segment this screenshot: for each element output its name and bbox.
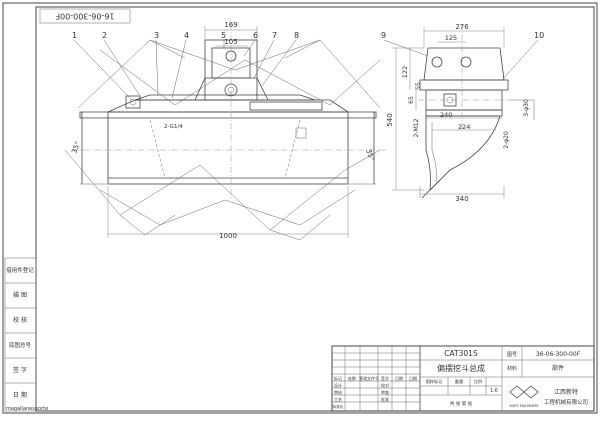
left-margin-column: 借用件登记 描 图 校 核 底图总号 签 字 日 期 bbox=[4, 257, 37, 412]
role-label-0: 设计 bbox=[334, 382, 342, 388]
company-logo: XINTE MACHINERY bbox=[509, 385, 539, 408]
role-label-3: 标准化 bbox=[333, 404, 344, 409]
side-view: 276 125 240 224 340 540 122 65 55 2-M12 … bbox=[381, 23, 544, 203]
inner-frame bbox=[35, 6, 595, 412]
rev-header-0: 标记 bbox=[334, 375, 342, 381]
stage-label: 图样标记 bbox=[426, 378, 444, 385]
margin-label-5: 日 期 bbox=[13, 391, 27, 399]
role-label-1: 审核 bbox=[334, 389, 342, 395]
side-bracket bbox=[423, 47, 505, 81]
watermark-text: magallanesporte bbox=[6, 406, 48, 412]
dim-right-v2: 65 bbox=[408, 96, 415, 104]
role-label-2: 工艺 bbox=[334, 397, 342, 402]
balloon-6: 6 bbox=[253, 31, 258, 40]
margin-label-2: 校 核 bbox=[13, 316, 27, 324]
rev-header-4: 日期 bbox=[395, 375, 403, 381]
side-bucket-profile bbox=[425, 115, 501, 192]
model-name: CAT301S bbox=[444, 349, 478, 358]
dim-inner-width: 105 bbox=[224, 38, 237, 46]
drawing-number: 36-06-300-00F bbox=[536, 351, 581, 358]
note-left: 2-G1/4 bbox=[164, 124, 183, 130]
rotated-drawing-number-box: 16-06-300-00F bbox=[39, 8, 131, 24]
rev-header-2: 更改文件号 bbox=[359, 375, 379, 381]
material-label: 材料 bbox=[507, 365, 517, 372]
balloon-4: 4 bbox=[184, 31, 189, 40]
role-label-4: 批准 bbox=[381, 396, 389, 402]
scale-label: 比例 bbox=[474, 378, 482, 385]
balloon-5: 5 bbox=[221, 31, 226, 40]
front-view-balloons: 1 2 3 4 5 6 7 8 bbox=[72, 31, 299, 101]
balloon-9: 9 bbox=[381, 31, 386, 40]
title-block: 标记 处数 更改文件号 签字 日期 设计 审核 工艺 标准化 校对 审查 批准 … bbox=[331, 345, 595, 412]
margin-label-3: 底图总号 bbox=[9, 341, 32, 349]
margin-label-1: 描 图 bbox=[13, 291, 27, 299]
dim-right-340: 340 bbox=[455, 195, 468, 203]
balloon-10: 10 bbox=[534, 31, 544, 40]
balloon-3: 3 bbox=[154, 31, 159, 40]
dim-right-top: 276 bbox=[455, 23, 469, 31]
company-line2: 工程机械有限公司 bbox=[544, 398, 588, 406]
balloon-8: 8 bbox=[294, 31, 299, 40]
dim-right-angle: 35° bbox=[364, 148, 376, 162]
outer-frame bbox=[2, 2, 598, 414]
margin-label-0: 借用件登记 bbox=[6, 266, 34, 274]
balloon-7: 7 bbox=[272, 31, 277, 40]
role-short-0: 校对 bbox=[381, 382, 389, 388]
bucket-body bbox=[107, 111, 349, 185]
rev-header-3: 签字 bbox=[381, 375, 389, 381]
dim-top-width: 169 bbox=[224, 21, 237, 29]
sheet-text: 共 张 第 张 bbox=[450, 400, 473, 407]
company-line1: 江西新特 bbox=[554, 388, 578, 396]
scale-value: 1:6 bbox=[490, 388, 498, 394]
front-view: 169 105 1000 35° 35° 2-G1/4 1 2 3 4 5 6 bbox=[64, 21, 386, 241]
tilt-cylinder bbox=[249, 101, 323, 111]
drawing-label: 图号 bbox=[507, 352, 517, 358]
dim-right-240: 240 bbox=[440, 111, 452, 119]
rotated-drawing-number: 16-06-300-00F bbox=[55, 12, 114, 21]
dim-left-angle: 35° bbox=[70, 140, 82, 154]
weight-label: 重量 bbox=[455, 378, 463, 385]
dim-right-inner: 125 bbox=[445, 34, 457, 42]
role-short-1: 审查 bbox=[381, 389, 389, 395]
note-phi20: 2-φ20 bbox=[503, 131, 510, 149]
role-short-2: 日期 bbox=[409, 375, 417, 381]
dim-right-224: 224 bbox=[458, 123, 470, 131]
material-value: 部件 bbox=[552, 364, 564, 372]
balloon-1: 1 bbox=[72, 31, 77, 40]
dim-right-v3: 55 bbox=[415, 82, 422, 90]
note-phi30: 3-φ30 bbox=[523, 99, 530, 117]
dim-overall-length: 1000 bbox=[219, 232, 237, 240]
assembly-name: 偏摆挖斗总成 bbox=[437, 363, 485, 373]
dim-right-v1: 122 bbox=[401, 66, 409, 78]
rev-header-1: 处数 bbox=[348, 375, 356, 381]
dim-right-height: 540 bbox=[386, 113, 394, 126]
logo-caption: XINTE MACHINERY bbox=[509, 404, 538, 408]
balloon-2: 2 bbox=[102, 31, 107, 40]
note-m12: 2-M12 bbox=[413, 118, 420, 137]
margin-label-4: 签 字 bbox=[13, 366, 27, 374]
